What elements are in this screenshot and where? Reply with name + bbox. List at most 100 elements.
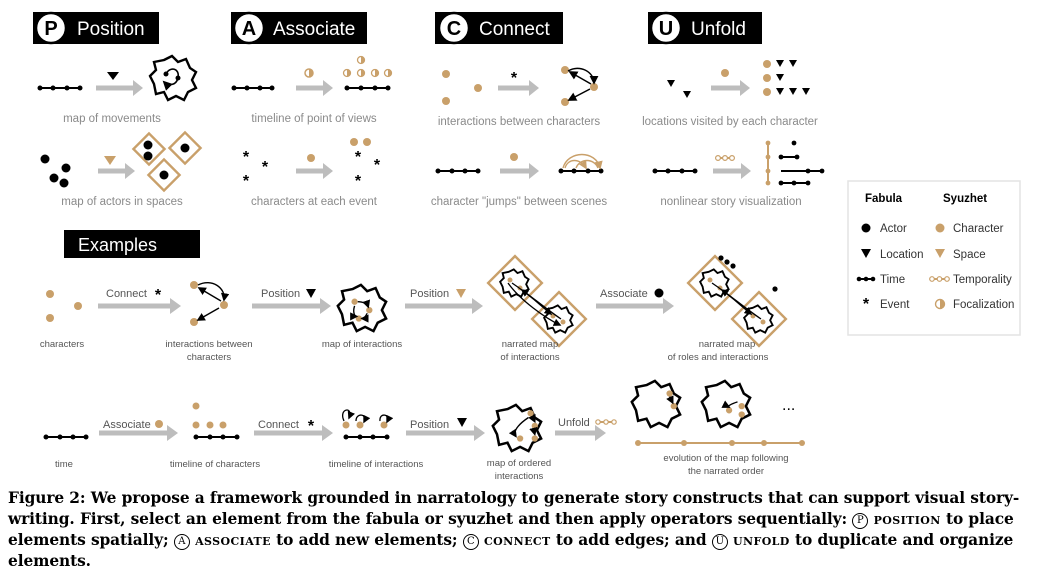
svg-text:*: * (262, 159, 269, 176)
row2-arrow-position-label: Position (410, 419, 449, 431)
svg-text:*: * (355, 149, 362, 166)
legend-fabula-time: Time (880, 274, 905, 286)
label-narrated-2: of interactions (500, 352, 559, 363)
label-evolution-2: the narrated order (688, 466, 764, 477)
arrow-associate-label: Associate (600, 288, 648, 300)
caption-part5: to add new elements; (276, 531, 458, 549)
circled-p: P (852, 513, 869, 529)
examples-row-2: time Associate timeline of characters Co… (43, 379, 805, 482)
legend: Fabula Syuzhet Actor Location Time * Eve… (847, 180, 1021, 336)
arrow-connect-label: Connect (106, 288, 147, 300)
operator-connect-label: Connect (479, 19, 550, 40)
legend-syuzhet-space: Space (953, 249, 986, 261)
caption-map-movements: map of movements (63, 113, 161, 125)
label-characters: characters (40, 339, 85, 350)
temporality-icon (929, 276, 950, 282)
svg-text:*: * (243, 149, 250, 166)
character-icon (935, 223, 945, 233)
figure-caption: Figure 2: We propose a framework grounde… (8, 488, 1048, 572)
circled-u: U (711, 534, 728, 550)
row2-arrow-connect-label: Connect (258, 419, 299, 431)
row2-ellipsis: ... (782, 397, 795, 414)
location-icon (861, 249, 871, 258)
focalization-icon (304, 68, 314, 78)
space-icon (935, 249, 945, 258)
examples-row-1: characters Connect * interactions betwee… (40, 254, 788, 363)
event-icon: * (863, 296, 870, 313)
operator-position-header: P Position (33, 11, 159, 45)
operator-position-label: Position (77, 19, 145, 40)
example-interactions: * interactions between characters (438, 66, 601, 128)
svg-text:*: * (374, 157, 381, 174)
label-interactions-2: characters (187, 352, 232, 363)
arrow-position1-label: Position (261, 288, 300, 300)
legend-fabula-actor: Actor (880, 223, 907, 235)
example-timeline-pov: timeline of point of views (231, 55, 393, 125)
caption-locations-visited: locations visited by each character (642, 116, 818, 128)
caption-chars-event: characters at each event (251, 196, 378, 208)
caption-map-actors: map of actors in spaces (61, 196, 183, 208)
operator-associate-letter: A (242, 18, 256, 40)
narrated-roles-map (686, 254, 788, 348)
label-roles-1: narrated map (699, 339, 756, 350)
caption-nonlinear: nonlinear story visualization (660, 196, 801, 208)
svg-text:*: * (355, 173, 362, 190)
caption-interactions: interactions between characters (438, 116, 601, 128)
operator-associate-label: Associate (273, 19, 355, 40)
operator-connect-header: C Connect (435, 11, 563, 45)
operator-unfold-label: Unfold (691, 19, 746, 40)
caption-word-connect: connect (484, 531, 551, 549)
operator-associate-header: A Associate (231, 11, 367, 45)
caption-part4: spatially; (90, 531, 169, 549)
operator-position-letter: P (44, 18, 57, 40)
narrated-map (486, 254, 588, 348)
label-interactions-1: interactions between (165, 339, 252, 350)
label-timeline-chars: timeline of characters (170, 459, 261, 470)
caption-part6: to add edges; and (555, 531, 707, 549)
example-map-of-actors: map of actors in spaces (40, 130, 203, 208)
legend-syuzhet-character: Character (953, 223, 1004, 235)
actor-icon (861, 223, 871, 233)
caption-char-jumps: character "jumps" between scenes (431, 196, 608, 208)
examples-title: Examples (78, 235, 157, 255)
row2-arrow-associate-label: Associate (103, 419, 151, 431)
caption-word-associate: associate (195, 531, 271, 549)
example-nonlinear: nonlinear story visualization (652, 140, 825, 208)
legend-fabula-title: Fabula (865, 193, 903, 205)
label-narrated-1: narrated map (502, 339, 559, 350)
label-evolution-1: evolution of the map following (663, 453, 788, 464)
examples-header: Examples (64, 230, 200, 258)
operator-connect-letter: C (447, 18, 461, 40)
example-locations-visited: locations visited by each character (642, 60, 818, 128)
legend-syuzhet-temporality: Temporality (953, 274, 1012, 286)
legend-fabula-location: Location (880, 249, 923, 261)
example-chars-at-event: * * * * * * characters at each event (243, 138, 381, 208)
caption-part2: First, select an element from the fabula… (79, 510, 848, 528)
row2-arrow-unfold-label: Unfold (558, 417, 590, 429)
legend-syuzhet-focalization: Focalization (953, 299, 1014, 311)
label-map-interactions: map of interactions (322, 339, 403, 350)
svg-text:*: * (155, 287, 162, 304)
example-map-of-movements: map of movements (37, 54, 198, 125)
time-icon (856, 276, 876, 282)
arrow-position2-label: Position (410, 288, 449, 300)
svg-text:*: * (511, 70, 518, 87)
circled-c: C (462, 534, 479, 550)
svg-text:*: * (243, 173, 250, 190)
operator-unfold-header: U Unfold (648, 11, 762, 45)
caption-part3: to place elements (8, 510, 1014, 549)
label-timeline-inter: timeline of interactions (329, 459, 424, 470)
label-ordered-2: interactions (495, 471, 544, 482)
label-roles-2: of roles and interactions (668, 352, 769, 363)
caption-timeline-pov: timeline of point of views (251, 113, 377, 125)
focalization-icon (934, 298, 946, 310)
framework-figure: P Position A Associate C Connect U Unfol… (33, 11, 1021, 482)
caption-part1: Figure 2: We propose a framework grounde… (8, 489, 1020, 528)
caption-word-position: position (873, 510, 941, 528)
svg-text:*: * (308, 418, 315, 435)
example-char-jumps: character "jumps" between scenes (431, 153, 608, 208)
caption-word-unfold: unfold (733, 531, 790, 549)
label-ordered-1: map of ordered (487, 458, 551, 469)
legend-syuzhet-title: Syuzhet (943, 193, 987, 205)
legend-fabula-event: Event (880, 299, 910, 311)
